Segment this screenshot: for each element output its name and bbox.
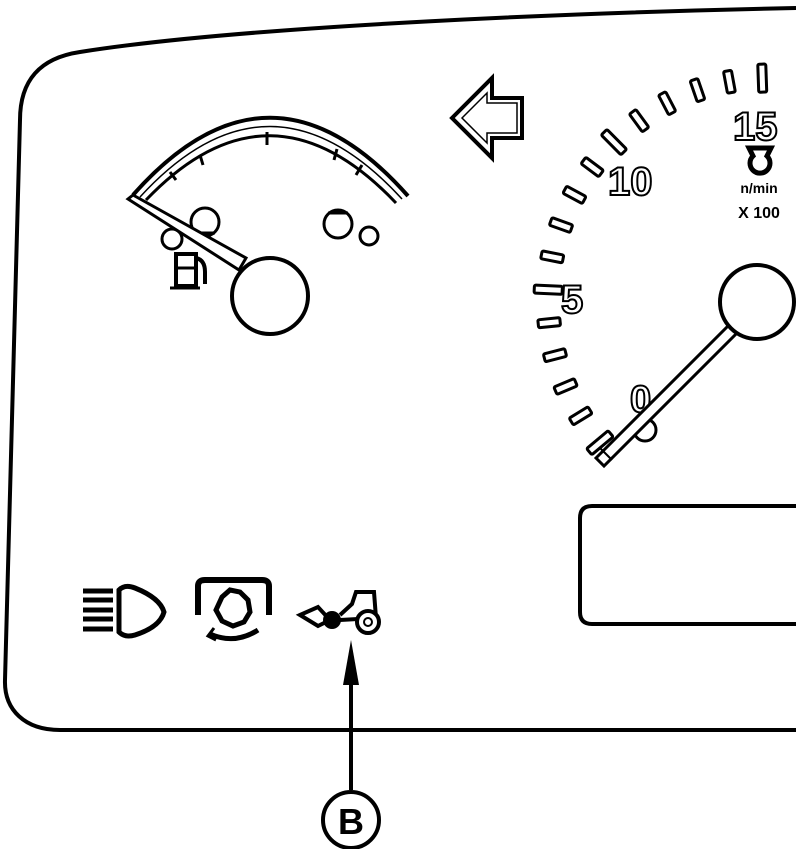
tach-tick-5 — [532, 283, 564, 296]
lcd-display — [578, 504, 796, 626]
fuel-needle-hub — [230, 256, 310, 336]
tach-tick-4 — [536, 316, 562, 330]
tach-tick-13 — [689, 77, 706, 103]
empty-marker-circle — [322, 208, 354, 240]
tach-label-5: 5 — [561, 278, 583, 322]
callout-arrowhead — [343, 640, 359, 685]
pto-engaged-icon — [195, 577, 272, 642]
engine-speed-icon — [744, 145, 776, 176]
tach-label-15: 15 — [733, 105, 778, 149]
headlight-high-beam-icon — [83, 583, 167, 639]
tach-tick-6 — [539, 249, 566, 265]
tach-needle-hub — [718, 263, 796, 341]
turn-signal-left-icon — [449, 73, 524, 163]
fuel-pump-icon — [170, 252, 207, 290]
tach-tick-14 — [722, 68, 737, 95]
tach-unit: n/min — [740, 180, 777, 196]
tach-tick-1 — [568, 405, 594, 426]
tach-tick-2 — [552, 377, 579, 396]
tach-tick-12 — [657, 90, 677, 116]
tach-tick-0 — [585, 429, 615, 456]
tach-tick-11 — [628, 108, 650, 133]
callout-circle — [321, 790, 381, 849]
tachometer-ticks — [532, 62, 769, 456]
tach-label-10: 10 — [608, 160, 653, 204]
tach-tick-7 — [548, 216, 574, 234]
tach-needle — [593, 319, 743, 469]
front-loader-tractor-icon — [295, 590, 381, 635]
callout-label: B — [338, 801, 364, 842]
fuel-needle — [125, 193, 249, 273]
tach-tick-3 — [542, 347, 568, 363]
tach-tick-8 — [561, 185, 588, 205]
tach-tick-10 — [600, 128, 628, 156]
tach-tick-9 — [580, 156, 605, 178]
fuel-gauge — [125, 115, 410, 336]
panel-outline — [2, 6, 796, 732]
tach-multiplier: X 100 — [738, 205, 780, 222]
tach-tick-15 — [756, 62, 769, 94]
